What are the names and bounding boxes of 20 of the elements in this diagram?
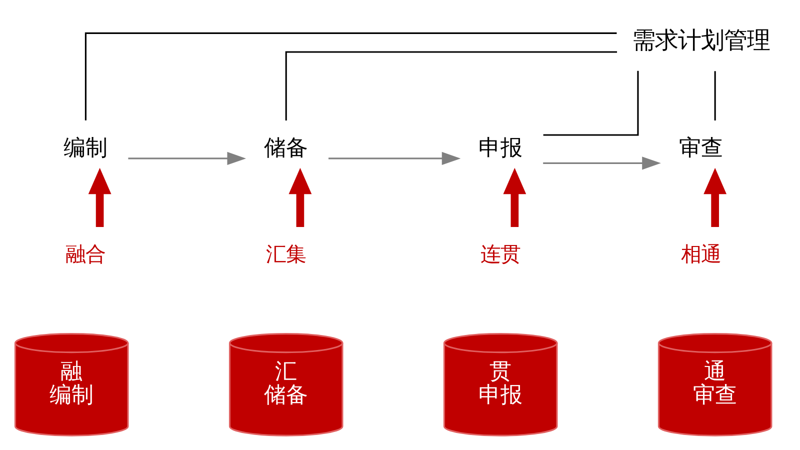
node-text: 连贯 [480, 242, 521, 266]
node-text: 汇集 [266, 242, 306, 266]
connector [84, 32, 617, 120]
node-text: 编制 [64, 136, 108, 161]
arrow [288, 168, 312, 227]
arrow [328, 152, 461, 166]
node-text: 相通 [680, 242, 721, 266]
node-text: 审查 [678, 136, 723, 161]
arrow [543, 156, 661, 170]
arrow [88, 168, 112, 227]
connector [714, 71, 716, 120]
arrow [128, 152, 246, 166]
connector [543, 70, 639, 136]
node-text: 申报 [478, 136, 523, 161]
node-text: 融合 [66, 242, 106, 266]
connector [285, 51, 618, 120]
node-text: 需求计划管理 [632, 26, 770, 54]
arrow [503, 168, 526, 227]
arrow [704, 168, 727, 227]
node-text: 储备 [264, 136, 308, 161]
